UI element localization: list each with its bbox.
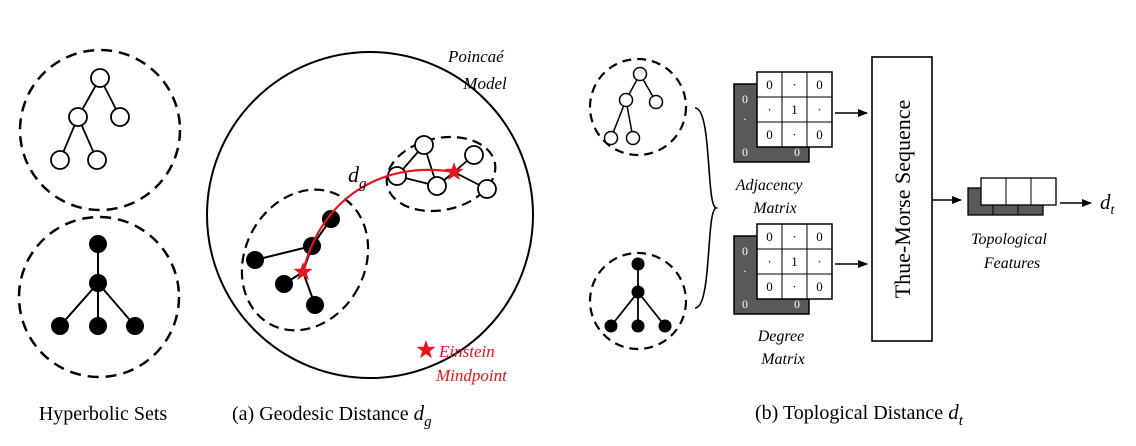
svg-text:0: 0 — [766, 127, 773, 142]
svg-text:·: · — [767, 254, 771, 269]
einstein-midpoint-label: Einstein Mindpoint — [435, 342, 508, 385]
svg-text:0: 0 — [742, 297, 748, 311]
poincare-disk — [206, 51, 534, 379]
svg-text:0: 0 — [816, 279, 823, 294]
svg-text:·: · — [817, 254, 821, 269]
geodesic-arc — [301, 168, 455, 273]
degree-matrix-label: Degree Matrix — [757, 328, 809, 368]
geodesic-distance-label: dg — [348, 162, 367, 192]
einstein-midpoint-star-b — [444, 162, 464, 181]
svg-text:·: · — [817, 102, 821, 117]
adjacency-matrix-label: Adjacency Matrix — [735, 177, 807, 217]
svg-text:0: 0 — [742, 92, 748, 106]
solid-cluster — [240, 188, 370, 332]
poincare-model-label: Poincaé Model — [447, 47, 508, 93]
svg-text:·: · — [767, 102, 771, 117]
brace-icon — [694, 107, 719, 309]
thue-morse-label: Thue-Morse Sequence — [890, 100, 915, 299]
svg-text:0: 0 — [794, 297, 800, 311]
topological-features-label: Topological Features — [971, 231, 1051, 272]
svg-text:·: · — [792, 127, 796, 142]
einstein-legend-star-icon — [416, 340, 436, 359]
caption-topological-distance: (b) Toplogical Distance dt — [755, 400, 964, 429]
thue-morse-box — [871, 56, 933, 342]
einstein-midpoint-star-a — [293, 262, 313, 281]
svg-text:·: · — [743, 112, 747, 126]
svg-text:1: 1 — [791, 102, 798, 117]
caption-hyperbolic-sets: Hyperbolic Sets — [39, 403, 168, 425]
svg-text:·: · — [792, 229, 796, 244]
hyperbolic-set-solid-tree — [17, 215, 181, 379]
svg-text:0: 0 — [742, 145, 748, 159]
svg-text:0: 0 — [794, 145, 800, 159]
svg-text:·: · — [792, 279, 796, 294]
svg-text:·: · — [743, 264, 747, 278]
input-graph-hollow — [588, 57, 688, 157]
degree-matrix: 0 · 0 0 0 · 0 · 1 · 0 · 0 — [733, 223, 833, 315]
svg-text:·: · — [792, 77, 796, 92]
hyperbolic-set-hollow-tree — [18, 48, 182, 212]
svg-text:0: 0 — [742, 244, 748, 258]
svg-text:0: 0 — [766, 77, 773, 92]
poincare-label-line2: Model — [462, 74, 507, 93]
svg-text:1: 1 — [791, 254, 798, 269]
svg-text:0: 0 — [816, 77, 823, 92]
input-graph-solid — [588, 251, 688, 351]
svg-text:0: 0 — [766, 279, 773, 294]
poincare-label-line1: Poincaé — [447, 47, 505, 66]
svg-text:0: 0 — [766, 229, 773, 244]
caption-geodesic-distance: (a) Geodesic Distance dg — [232, 401, 432, 430]
topological-features-vector — [967, 177, 1057, 216]
svg-text:0: 0 — [816, 127, 823, 142]
adjacency-matrix: 0 · 0 0 0 · 0 · 1 · 0 · 0 — [733, 71, 833, 163]
topological-distance-output: dt — [1100, 190, 1116, 218]
svg-text:0: 0 — [816, 229, 823, 244]
